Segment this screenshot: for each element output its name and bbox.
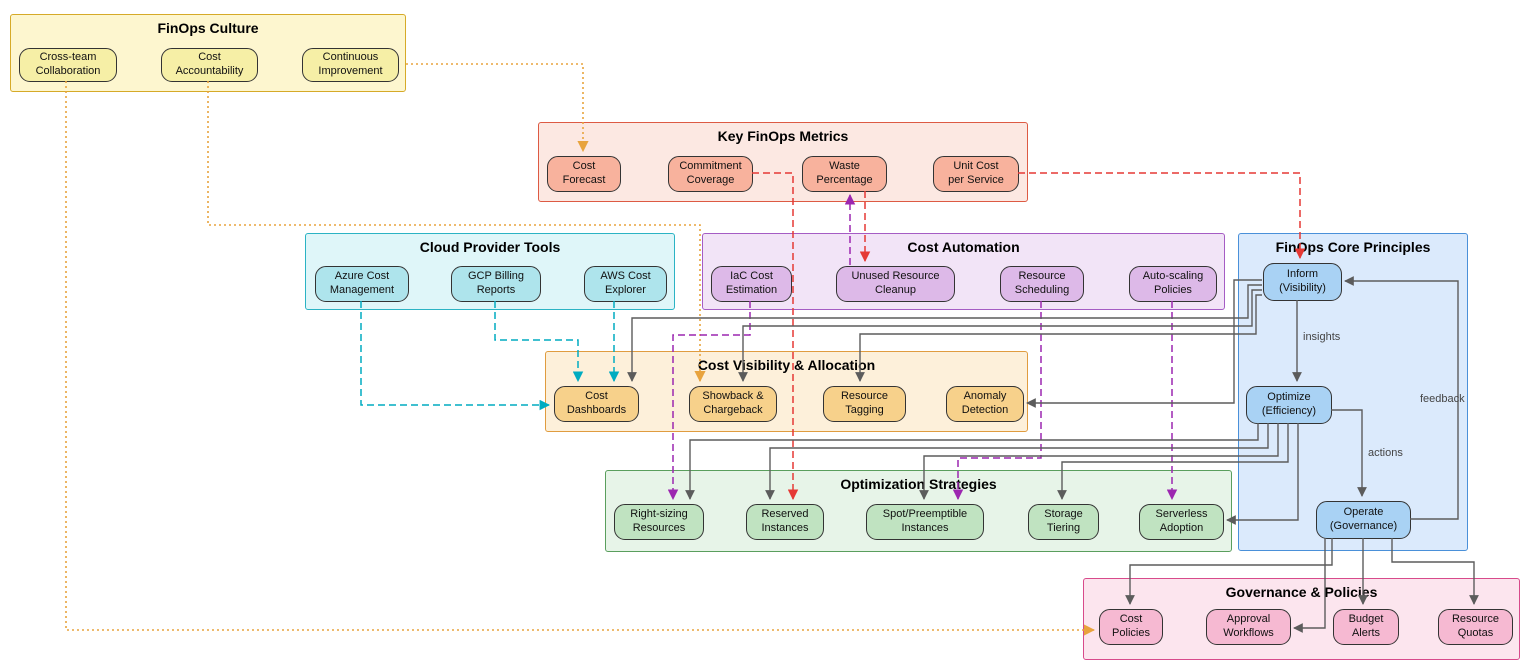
node-anomaly-detection: Anomaly Detection xyxy=(946,386,1024,422)
edge-label-feedback: feedback xyxy=(1420,393,1465,405)
node-resource-tagging: Resource Tagging xyxy=(823,386,906,422)
node-budget-alerts: Budget Alerts xyxy=(1333,609,1399,645)
group-title-key-finops-metrics: Key FinOps Metrics xyxy=(717,128,849,144)
group-title-optimization-strategies: Optimization Strategies xyxy=(840,476,997,492)
group-cloud-provider-tools: Cloud Provider Tools Azure Cost Manageme… xyxy=(305,233,675,310)
edge-commitment-coverage-to-reserved-instances xyxy=(752,172,799,501)
node-cost-accountability: Cost Accountability xyxy=(161,48,258,82)
node-cost-policies: Cost Policies xyxy=(1099,609,1163,645)
node-waste-percentage: Waste Percentage xyxy=(802,156,887,192)
group-key-finops-metrics: Key FinOps Metrics Cost Forecast Commitm… xyxy=(538,122,1028,202)
group-title-cloud-provider-tools: Cloud Provider Tools xyxy=(419,239,561,255)
node-showback-chargeback: Showback & Chargeback xyxy=(689,386,777,422)
node-resource-scheduling: Resource Scheduling xyxy=(1000,266,1084,302)
group-cost-automation: Cost Automation IaC Cost Estimation Unus… xyxy=(702,233,1225,310)
group-title-cost-visibility-allocation: Cost Visibility & Allocation xyxy=(697,357,876,373)
group-title-cost-automation: Cost Automation xyxy=(907,239,1020,255)
node-cost-dashboards: Cost Dashboards xyxy=(554,386,639,422)
edge-label-insights: insights xyxy=(1303,331,1341,343)
node-continuous-improvement: Continuous Improvement xyxy=(302,48,399,82)
node-aws-cost-explorer: AWS Cost Explorer xyxy=(584,266,667,302)
node-operate-governance: Operate (Governance) xyxy=(1316,501,1411,539)
group-cost-visibility-allocation: Cost Visibility & Allocation Cost Dashbo… xyxy=(545,351,1028,432)
node-reserved-instances: Reserved Instances xyxy=(746,504,824,540)
group-optimization-strategies: Optimization Strategies Right-sizing Res… xyxy=(605,470,1232,552)
node-iac-cost-estimation: IaC Cost Estimation xyxy=(711,266,792,302)
group-finops-culture: FinOps Culture Cross-team Collaboration … xyxy=(10,14,406,92)
node-unused-resource-cleanup: Unused Resource Cleanup xyxy=(836,266,955,302)
node-auto-scaling-policies: Auto-scaling Policies xyxy=(1129,266,1217,302)
group-title-governance-policies: Governance & Policies xyxy=(1225,584,1378,600)
group-governance-policies: Governance & Policies Cost Policies Appr… xyxy=(1083,578,1520,660)
group-title-finops-culture: FinOps Culture xyxy=(157,20,259,36)
edge-label-actions: actions xyxy=(1368,447,1403,459)
node-cross-team-collaboration: Cross-team Collaboration xyxy=(19,48,117,82)
edge-azure-to-cost-dashboards xyxy=(360,301,551,411)
node-serverless-adoption: Serverless Adoption xyxy=(1139,504,1224,540)
node-optimize-efficiency: Optimize (Efficiency) xyxy=(1246,386,1332,424)
node-unit-cost-per-service: Unit Cost per Service xyxy=(933,156,1019,192)
node-right-sizing-resources: Right-sizing Resources xyxy=(614,504,704,540)
node-gcp-billing-reports: GCP Billing Reports xyxy=(451,266,541,302)
group-finops-core-principles: FinOps Core Principles Inform (Visibilit… xyxy=(1238,233,1468,551)
node-commitment-coverage: Commitment Coverage xyxy=(668,156,753,192)
group-title-finops-core-principles: FinOps Core Principles xyxy=(1275,239,1431,255)
node-cost-forecast: Cost Forecast xyxy=(547,156,621,192)
node-approval-workflows: Approval Workflows xyxy=(1206,609,1291,645)
node-azure-cost-management: Azure Cost Management xyxy=(315,266,409,302)
node-inform-visibility: Inform (Visibility) xyxy=(1263,263,1342,301)
node-storage-tiering: Storage Tiering xyxy=(1028,504,1099,540)
node-resource-quotas: Resource Quotas xyxy=(1438,609,1513,645)
node-spot-preemptible-instances: Spot/Preemptible Instances xyxy=(866,504,984,540)
